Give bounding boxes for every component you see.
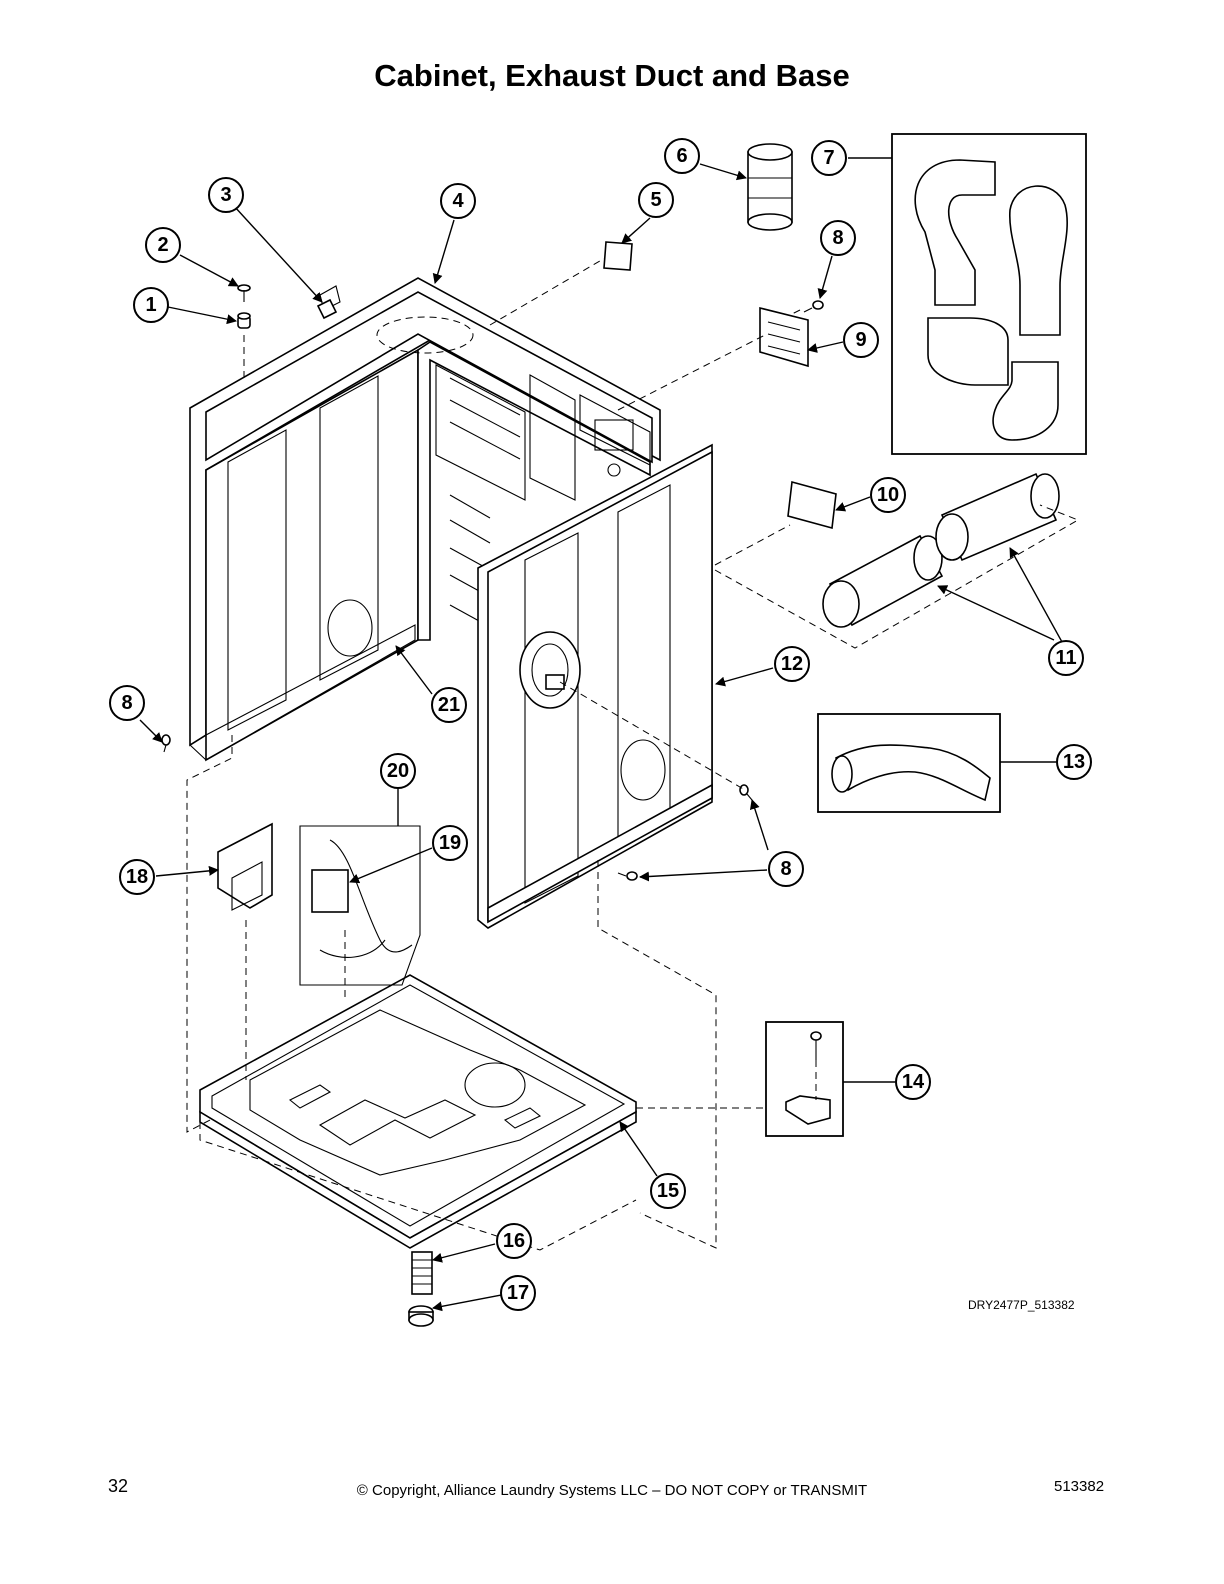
svg-text:13: 13 (1063, 751, 1085, 773)
svg-text:19: 19 (439, 832, 461, 854)
callout-6: 6 (664, 138, 700, 174)
svg-text:2: 2 (157, 234, 168, 256)
part-11-duct-pipes (822, 472, 1060, 628)
part-17-foot (408, 1305, 434, 1327)
svg-text:14: 14 (902, 1071, 925, 1093)
part-6-exhaust-tube (747, 143, 793, 231)
callout-20: 20 (380, 753, 416, 789)
part-13-box (817, 713, 1001, 813)
page-number: 32 (108, 1476, 129, 1496)
front-panel-part (477, 443, 713, 929)
svg-text:4: 4 (452, 190, 464, 212)
base-part (199, 974, 637, 1249)
svg-text:12: 12 (781, 653, 803, 675)
callout-15: 15 (650, 1173, 686, 1209)
part-14-box (765, 1021, 844, 1137)
svg-text:16: 16 (503, 1230, 525, 1252)
part-18-bracket (217, 822, 273, 911)
svg-text:17: 17 (507, 1282, 529, 1304)
svg-text:8: 8 (780, 858, 791, 880)
callout-2: 2 (145, 227, 181, 263)
callout-17: 17 (500, 1275, 536, 1311)
svg-text:7: 7 (823, 147, 834, 169)
part-8-screw-top (803, 300, 824, 313)
svg-text:6: 6 (676, 145, 687, 167)
callout-19: 19 (432, 825, 468, 861)
callout-16: 16 (496, 1223, 532, 1259)
svg-text:18: 18 (126, 866, 148, 888)
part-8-screw-bottom (617, 871, 638, 881)
svg-text:8: 8 (832, 227, 843, 249)
callout-21: 21 (431, 687, 467, 723)
part-1-cap (237, 312, 251, 329)
part-8-screw-right (739, 784, 753, 801)
part-5-label (603, 241, 633, 271)
page-title: Cabinet, Exhaust Duct and Base (374, 58, 850, 93)
part-3-pad (316, 298, 338, 320)
part-8-screw-left (161, 734, 171, 753)
callout-4: 4 (440, 183, 476, 219)
svg-text:10: 10 (877, 484, 899, 506)
callout-9: 9 (843, 322, 879, 358)
copyright-notice: © Copyright, Alliance Laundry Systems LL… (356, 1482, 868, 1499)
part-20-harness-box (299, 825, 421, 986)
callout-8-left: 8 (109, 685, 145, 721)
svg-text:8: 8 (121, 692, 132, 714)
svg-text:20: 20 (387, 760, 409, 782)
dashed-guides (186, 257, 1080, 1251)
callout-1: 1 (133, 287, 169, 323)
svg-text:15: 15 (657, 1180, 679, 1202)
callout-18: 18 (119, 859, 155, 895)
svg-text:3: 3 (220, 184, 231, 206)
svg-text:21: 21 (438, 694, 460, 716)
part-16-leveling-leg (411, 1251, 433, 1295)
part-7-box (891, 133, 1087, 455)
part-9-vent-plate (759, 306, 809, 368)
svg-text:9: 9 (855, 329, 866, 351)
callout-13: 13 (1056, 744, 1092, 780)
svg-text:11: 11 (1055, 647, 1076, 669)
callout-14: 14 (895, 1064, 931, 1100)
callout-8-bottom: 8 (768, 851, 804, 887)
document-number: 513382 (1054, 1478, 1105, 1495)
callout-8-top: 8 (820, 220, 856, 256)
part-14-clip (785, 1031, 831, 1125)
svg-text:1: 1 (145, 294, 156, 316)
leader-lines (139, 157, 1063, 1312)
part-2-screw (237, 284, 251, 302)
callout-3: 3 (208, 177, 244, 213)
callout-5: 5 (638, 182, 674, 218)
callout-11: 11 (1048, 640, 1084, 676)
svg-text:5: 5 (650, 189, 661, 211)
drawing-code: DRY2477P_513382 (968, 1298, 1075, 1312)
callout-10: 10 (870, 477, 906, 513)
callout-7: 7 (811, 140, 847, 176)
callout-12: 12 (774, 646, 810, 682)
part-10-label (787, 480, 837, 530)
